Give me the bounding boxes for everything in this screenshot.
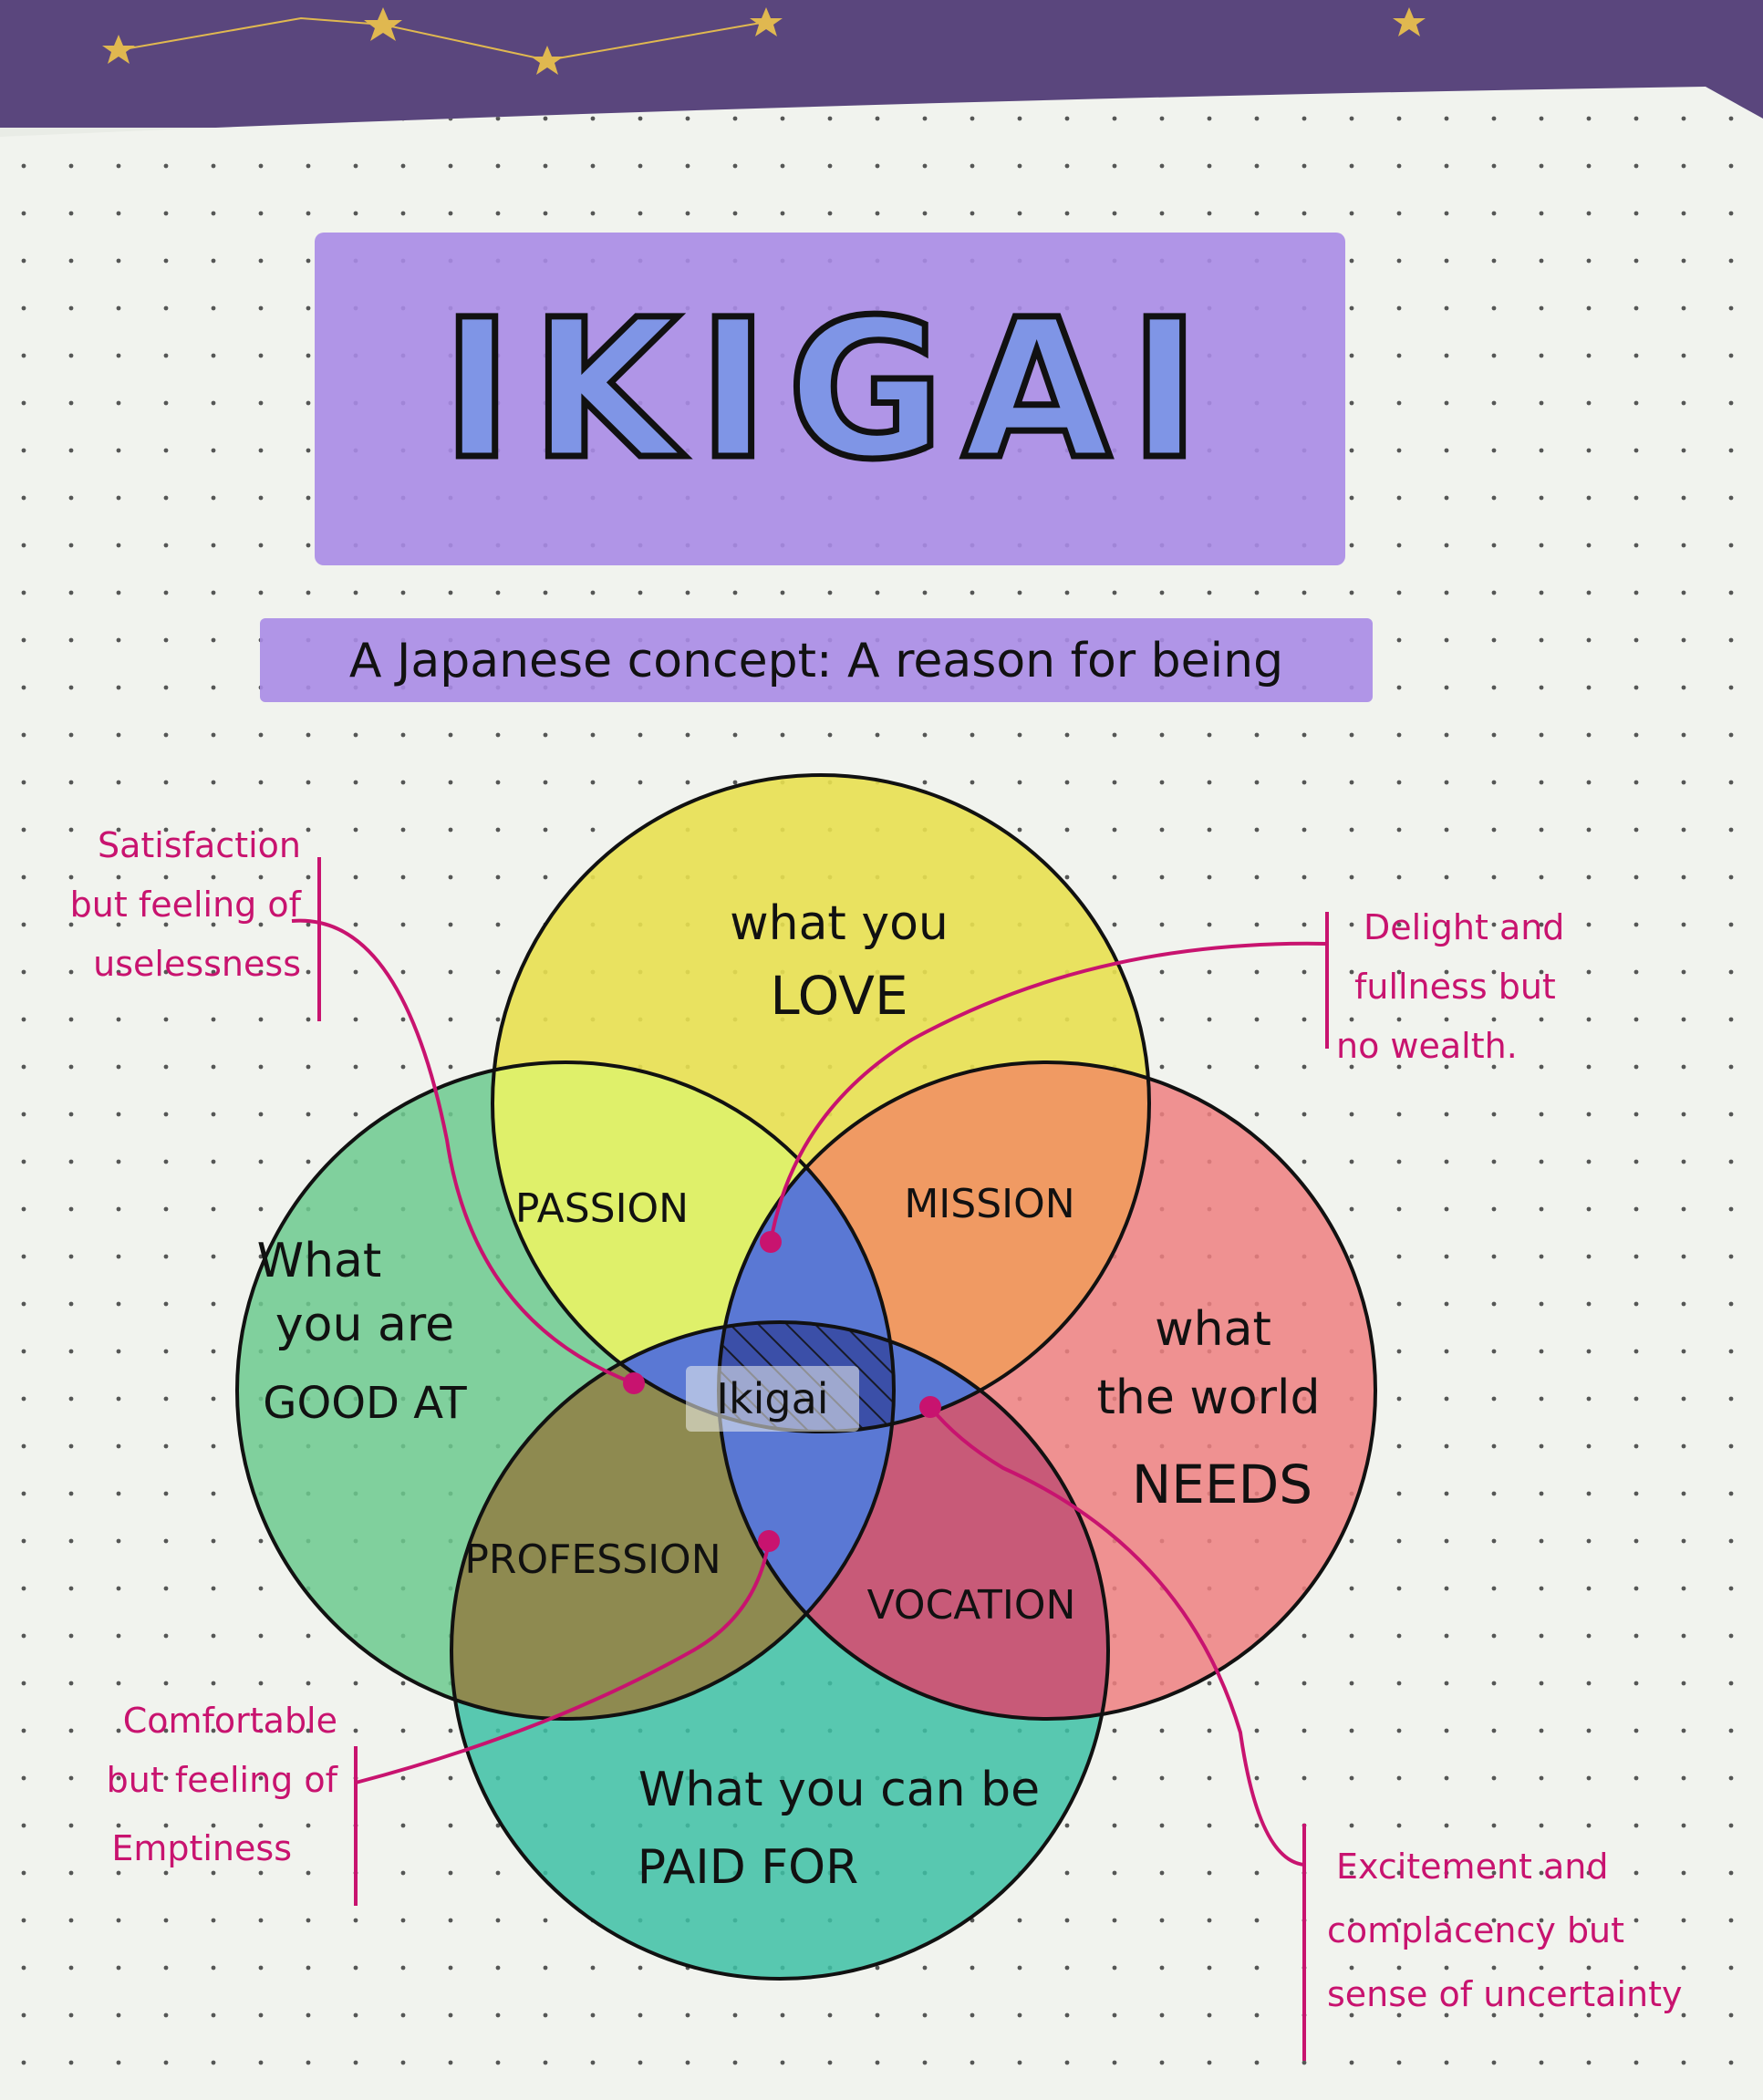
label-profession: PROFESSION [464,1536,721,1583]
label-vocation: VOCATION [867,1582,1076,1629]
note-bottom-left-1: Comfortable [123,1701,337,1741]
label-mission: MISSION [904,1181,1074,1227]
note-top-right-2: fullness but [1354,967,1556,1007]
note-top-right-1: Delight and [1364,907,1564,947]
label-passion: PASSION [515,1185,689,1232]
good-at-line3: GOOD AT [263,1378,467,1429]
good-at-line1: What [257,1234,382,1288]
world-line2: the world [1096,1371,1320,1425]
subtitle: A Japanese concept: A reason for being [349,634,1283,688]
title: IKIGAI [441,278,1219,502]
note-top-left-3: uselessness [93,944,301,984]
note-top-left-1: Satisfaction [98,825,301,865]
note-top-left-2: but feeling of [70,884,303,925]
world-line3: NEEDS [1132,1453,1312,1516]
note-top-right-3: no wealth. [1336,1026,1518,1066]
title-banner [315,233,1345,565]
good-at-line2: you are [275,1298,454,1352]
world-line1: what [1155,1302,1271,1357]
note-bottom-left-3: Emptiness [111,1828,292,1868]
connector-dots [623,1231,941,1552]
label-ikigai: Ikigai [716,1374,828,1423]
note-bottom-right-3: sense of uncertainty [1327,1974,1683,2014]
paid-line1: What you can be [638,1763,1040,1817]
connector-lines [291,857,1329,2061]
paid-line2: PAID FOR [638,1840,858,1895]
note-bottom-left-2: but feeling of [107,1760,339,1800]
love-line1: what you [730,896,949,951]
subtitle-banner [260,618,1373,702]
note-bottom-right-1: Excitement and [1336,1847,1609,1887]
note-bottom-right-2: complacency but [1327,1910,1624,1950]
love-line2: LOVE [770,965,907,1027]
